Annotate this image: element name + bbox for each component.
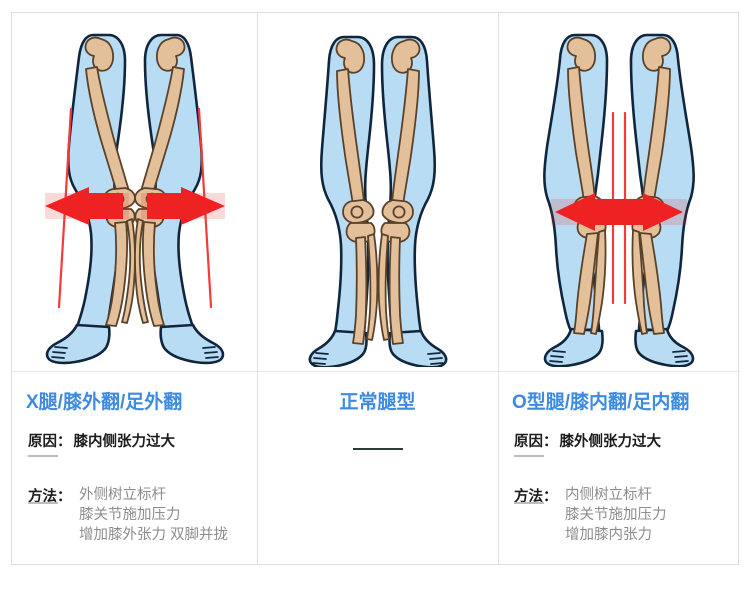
method-line: 增加膝内张力 [564, 527, 652, 543]
horizontal-divider [12, 371, 738, 372]
method-label: 方法： [28, 489, 72, 505]
reason-underline [28, 455, 58, 457]
method-row: 方法： 内侧树立标杆 膝关节施加压力 增加膝内张力 [514, 485, 666, 545]
panel-info-bow-leg: O型腿/膝内翻/足内翻 原因：膝外侧张力过大 方法： 内侧树立标杆 膝关节施加压… [498, 371, 740, 566]
normal-legs-diagram [257, 13, 498, 371]
reason-underline [514, 455, 544, 457]
reason-row: 原因：膝内侧张力过大 [28, 430, 175, 451]
panel-bow-leg: O型腿/膝内翻/足内翻 原因：膝外侧张力过大 方法： 内侧树立标杆 膝关节施加压… [498, 13, 740, 564]
normal-marker-rule [352, 448, 403, 450]
reason-row: 原因：膝外侧张力过大 [514, 430, 661, 451]
method-line: 增加膝外张力 双脚并拢 [78, 527, 228, 543]
method-line: 外侧树立标杆 [78, 487, 166, 503]
comparison-table: X腿/膝外翻/足外翻 原因：膝内侧张力过大 方法： 外侧树立标杆 膝关节施加压力… [11, 12, 739, 565]
force-arrow [551, 193, 687, 231]
method-lines: 外侧树立标杆 膝关节施加压力 增加膝外张力 双脚并拢 [79, 485, 228, 545]
reason-value: 膝内侧张力过大 [73, 434, 176, 450]
method-line: 膝关节施加压力 [78, 507, 181, 523]
o-legs-diagram [498, 13, 740, 371]
panel-normal: 正常腿型 [257, 13, 498, 564]
method-lines: 内侧树立标杆 膝关节施加压力 增加膝内张力 [565, 485, 667, 545]
column-divider-2 [498, 13, 499, 564]
panel-title: O型腿/膝内翻/足内翻 [512, 392, 690, 413]
force-arrow [44, 187, 225, 225]
x-legs-diagram [12, 13, 257, 371]
method-line: 内侧树立标杆 [564, 487, 652, 503]
panel-title: X腿/膝外翻/足外翻 [26, 392, 183, 413]
panel-info-knock-knee: X腿/膝外翻/足外翻 原因：膝内侧张力过大 方法： 外侧树立标杆 膝关节施加压力… [12, 371, 257, 566]
panel-knock-knee: X腿/膝外翻/足外翻 原因：膝内侧张力过大 方法： 外侧树立标杆 膝关节施加压力… [12, 13, 257, 564]
reason-value: 膝外侧张力过大 [559, 434, 662, 450]
column-divider-1 [257, 13, 258, 564]
reason-label: 原因： [514, 434, 558, 450]
panel-title: 正常腿型 [339, 392, 416, 413]
method-underline [514, 502, 544, 504]
method-underline [28, 502, 58, 504]
reason-label: 原因： [28, 434, 72, 450]
method-label: 方法： [514, 489, 558, 505]
method-row: 方法： 外侧树立标杆 膝关节施加压力 增加膝外张力 双脚并拢 [28, 485, 228, 545]
method-line: 膝关节施加压力 [564, 507, 667, 523]
panel-info-normal: 正常腿型 [257, 371, 498, 566]
